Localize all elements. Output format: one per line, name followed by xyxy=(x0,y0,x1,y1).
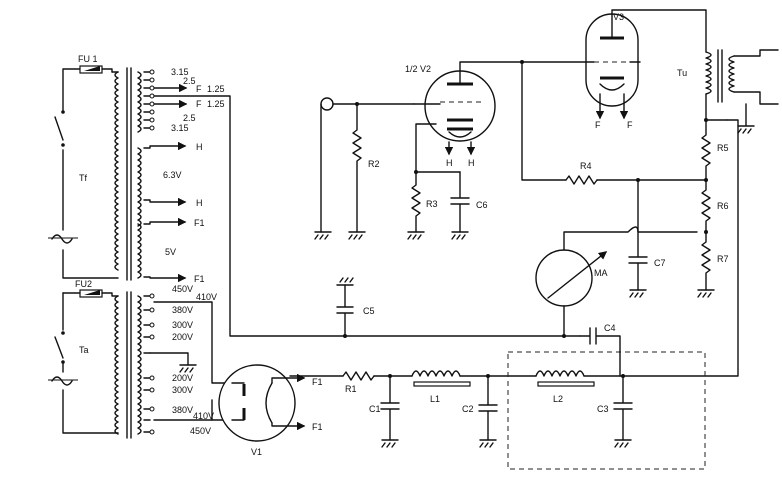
tu-label: Tu xyxy=(677,68,687,78)
v2-h-label: H xyxy=(446,158,453,168)
inductor-l2 xyxy=(535,370,585,377)
r3-label: R3 xyxy=(426,199,438,209)
tap-label: 450V xyxy=(172,284,193,294)
l2-label: L2 xyxy=(553,394,563,404)
tap-label: 410V xyxy=(196,292,217,302)
c5-label: C5 xyxy=(363,306,375,316)
f-voltage-label: 5V xyxy=(165,247,176,257)
resistor-r5 xyxy=(701,119,711,181)
optional-filter-box xyxy=(507,351,706,470)
h-voltage-label: 6.3V xyxy=(163,170,182,180)
v1-f1-label: F1 xyxy=(312,377,323,387)
tap-label: 380V xyxy=(172,405,193,415)
capacitor-c4-group: C4 xyxy=(562,323,621,377)
tap-label: 1.25 xyxy=(207,99,225,109)
c6-label: C6 xyxy=(476,200,488,210)
tap-label: F xyxy=(196,84,202,94)
r6-label: R6 xyxy=(717,201,729,211)
transformer-ta: FU2 Ta 450V 410V 380V 300V 200V 200V 300… xyxy=(48,279,233,439)
v2-h-label: H xyxy=(468,158,475,168)
capacitor-c6 xyxy=(450,171,470,233)
tap-label: 300V xyxy=(172,320,193,330)
c3-label: C3 xyxy=(597,404,609,414)
capacitor-c3 xyxy=(613,375,633,441)
tap-label: 200V xyxy=(172,373,193,383)
resistor-r6 xyxy=(701,179,711,233)
ground-icon xyxy=(179,364,197,373)
v2-label: 1/2 V2 xyxy=(405,64,431,74)
transformer-tf: FU 1 Tf 3.15 2.5 F 1.25 F 1.25 2.5 3.15 … xyxy=(48,54,581,337)
ac-source-icon-tf xyxy=(51,234,73,244)
tap-label: F xyxy=(196,99,202,109)
capacitor-c1 xyxy=(380,375,400,441)
f1-label: F1 xyxy=(194,218,205,228)
l1-label: L1 xyxy=(430,394,440,404)
v1-label: V1 xyxy=(251,447,262,457)
c2-label: C2 xyxy=(462,404,474,414)
r4-label: R4 xyxy=(580,161,592,171)
resistor-r3 xyxy=(411,171,421,233)
tube-v2-stage: 1/2 V2 H H R2 R3 C6 xyxy=(314,61,523,240)
h-label: H xyxy=(196,142,203,152)
mains-switch-tf xyxy=(54,116,64,141)
tap-label: 380V xyxy=(172,305,193,315)
tap-label: 300V xyxy=(172,385,193,395)
v1-f1-label: F1 xyxy=(312,422,323,432)
tap-label: 200V xyxy=(172,332,193,342)
fuse-fu1-label: FU 1 xyxy=(78,54,98,64)
tap-label: 3.15 xyxy=(171,67,189,77)
tap-label: 3.15 xyxy=(171,123,189,133)
ma-label: MA xyxy=(594,268,608,278)
tf-label: Tf xyxy=(79,173,87,183)
tap-label: 410V xyxy=(193,411,214,421)
capacitor-c7-group: C7 xyxy=(628,178,666,298)
rectifier-tube-v1: V1 F1 F1 xyxy=(218,364,344,457)
h-label: H xyxy=(196,198,203,208)
meter-ma: MA xyxy=(535,226,698,337)
inductor-l1 xyxy=(411,370,461,377)
ac-source-icon-ta xyxy=(51,376,73,386)
filter-network: R1 C1 L1 C2 L2 C3 xyxy=(342,119,739,470)
v3-f-label: F xyxy=(595,120,601,130)
tube-v3-stage: V3 F F Tu R4 R5 R6 R7 xyxy=(520,9,779,298)
capacitor-c5-group: C5 xyxy=(336,277,375,338)
c4-label: C4 xyxy=(604,323,616,333)
c7-label: C7 xyxy=(654,258,666,268)
tap-label: 2.5 xyxy=(183,76,196,86)
tap-label: 1.25 xyxy=(207,84,225,94)
resistor-r7 xyxy=(701,231,711,291)
r7-label: R7 xyxy=(717,254,729,264)
v3-label: V3 xyxy=(613,12,624,22)
resistor-r2 xyxy=(352,103,362,233)
v3-f-label: F xyxy=(627,120,633,130)
resistor-r4 xyxy=(565,175,598,185)
fuse-fu2-label: FU2 xyxy=(75,279,92,289)
ta-label: Ta xyxy=(79,345,89,355)
tap-label: 450V xyxy=(190,426,211,436)
r1-label: R1 xyxy=(345,384,357,394)
c1-label: C1 xyxy=(369,404,381,414)
capacitor-c2 xyxy=(478,375,498,441)
r5-label: R5 xyxy=(717,143,729,153)
tap-label: 2.5 xyxy=(183,113,196,123)
resistor-r1 xyxy=(342,371,375,381)
f1-label: F1 xyxy=(194,274,205,284)
input-jack-icon xyxy=(320,97,334,111)
r2-label: R2 xyxy=(368,159,380,169)
